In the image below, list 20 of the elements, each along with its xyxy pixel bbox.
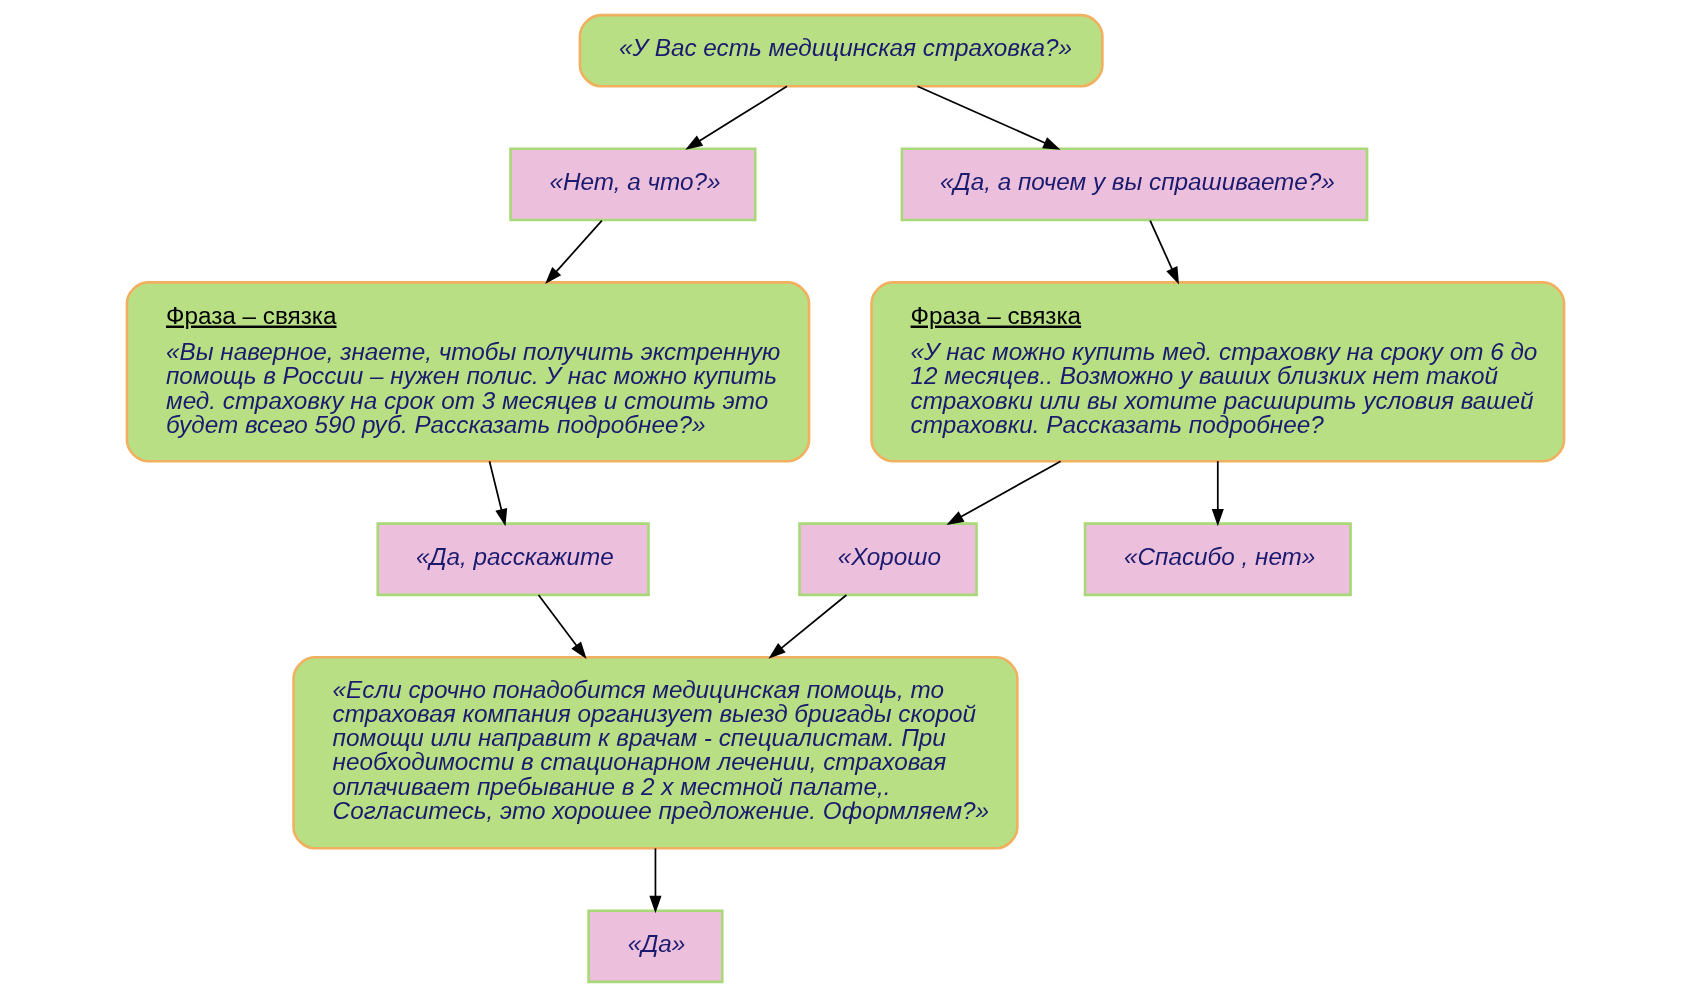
node-box: «У Вас есть медицинская страховка?» — [578, 13, 1104, 88]
node-box: «Нет, а что?» — [509, 147, 757, 222]
node-box: Фраза – связка «У нас можно купить мед. страховку на сроку от 6 до 12 месяцев.. Возможно у ваших близких нет такой страховки или вы хотите расширить условия вашей страховки. Рассказать подробнее? — [870, 281, 1566, 463]
arrow — [946, 460, 1062, 525]
node-box: «Да, а почем у вы спрашиваете?» — [900, 147, 1369, 222]
node-box: «Да» — [587, 909, 724, 984]
arrow — [685, 85, 788, 150]
arrow — [916, 85, 1061, 150]
node-box: «Спасибо , нет» — [1083, 522, 1352, 597]
node-box: «Да, расскажите — [376, 522, 650, 597]
node-box: «Хорошо — [798, 522, 978, 597]
arrow — [768, 594, 848, 659]
node-box: «Если срочно понадобится медицинская помощь, то страховая компания организует выезд бригады скорой помощи или направит к врачам - специалистам. При необходимости в стационарном лечении, страховая оплачивает пребывание в 2 х местной палате,. Согласитесь, это хорошее предложение. Оформляем?» — [292, 656, 1019, 850]
arrow — [545, 219, 603, 285]
arrow — [1211, 460, 1224, 527]
arrow — [649, 847, 662, 914]
arrow — [1149, 219, 1180, 285]
arrow — [488, 460, 508, 527]
node-box: Фраза – связка «Вы наверное, знаете, чтобы получить экстренную помощь в России – нужен полис. У нас можно купить мед. страховку на срок от 3 месяцев и стоить это будет всего 590 руб. Рассказать подробнее?» — [125, 281, 811, 463]
arrow — [537, 594, 587, 660]
